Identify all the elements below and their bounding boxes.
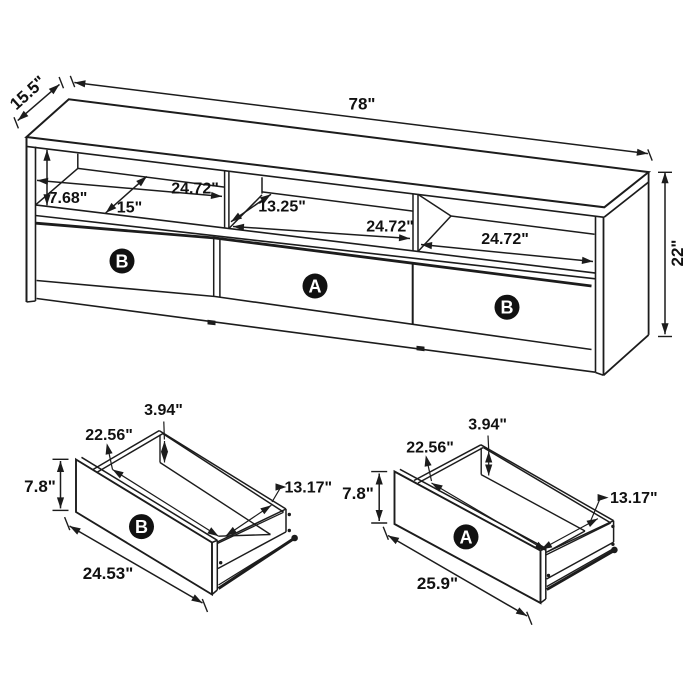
svg-text:B: B xyxy=(501,298,514,318)
svg-text:13.17": 13.17" xyxy=(610,490,658,507)
svg-text:7.8": 7.8" xyxy=(24,477,56,496)
svg-text:22.56": 22.56" xyxy=(406,440,454,457)
svg-text:13.25": 13.25" xyxy=(258,199,306,216)
svg-text:24.53": 24.53" xyxy=(83,564,134,583)
svg-text:A: A xyxy=(309,277,322,297)
svg-text:78": 78" xyxy=(349,95,376,114)
svg-text:3.94": 3.94" xyxy=(144,402,183,419)
svg-text:3.94": 3.94" xyxy=(468,417,507,434)
svg-text:24.72": 24.72" xyxy=(366,219,414,236)
svg-text:7.68": 7.68" xyxy=(49,190,88,207)
svg-text:24.72": 24.72" xyxy=(481,231,529,248)
svg-text:22": 22" xyxy=(668,240,687,267)
svg-text:22.56": 22.56" xyxy=(85,427,133,444)
svg-text:25.9": 25.9" xyxy=(417,574,458,593)
svg-text:B: B xyxy=(135,517,148,537)
svg-text:13.17": 13.17" xyxy=(285,480,333,497)
svg-text:A: A xyxy=(460,527,473,547)
svg-text:24.72": 24.72" xyxy=(171,181,219,198)
svg-text:B: B xyxy=(116,252,129,272)
svg-text:15": 15" xyxy=(117,200,142,217)
svg-text:7.8": 7.8" xyxy=(342,484,374,503)
